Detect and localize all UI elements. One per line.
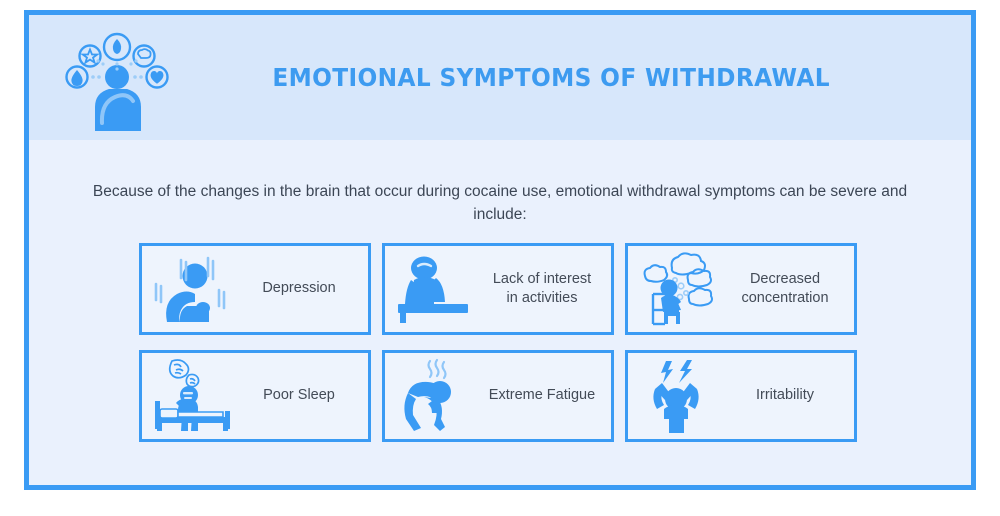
sad-person-hunched-with-rain-icon [142, 250, 238, 328]
person-slumped-at-desk-icon [385, 250, 481, 328]
symptom-card-irritability[interactable]: Irritability [625, 349, 857, 442]
intro-paragraph: Because of the changes in the brain that… [92, 182, 908, 224]
header-band: EMOTIONAL SYMPTOMS OF WITHDRAWAL [29, 15, 971, 140]
symptom-card-label: Poor Sleep [263, 387, 335, 404]
symptom-card-label: Decreased concentration [724, 270, 854, 308]
person-with-emotion-thought-bubbles-icon [57, 27, 177, 131]
symptom-card-label: Lack of interest in activities [481, 270, 611, 308]
symptom-card-label: Extreme Fatigue [488, 387, 596, 404]
page-title: EMOTIONAL SYMPTOMS OF WITHDRAWAL [272, 63, 830, 92]
symptom-card-label-line1: Decreased [749, 270, 821, 287]
person-on-chair-with-thought-clouds-icon [628, 250, 724, 328]
frustrated-person-lightning-bolts-icon [628, 357, 724, 435]
symptom-card-label-line2: concentration [741, 289, 829, 306]
symptom-card-extreme-fatigue[interactable]: Extreme Fatigue [382, 349, 614, 442]
symptom-cards-grid: Depression [139, 242, 861, 442]
symptom-card-label-line1: Lack of interest [492, 270, 592, 287]
intro-section: Because of the changes in the brain that… [29, 140, 971, 227]
infographic-panel: EMOTIONAL SYMPTOMS OF WITHDRAWAL Because… [24, 10, 976, 490]
exhausted-person-bent-over-icon [385, 357, 481, 435]
symptom-card-poor-sleep[interactable]: Poor Sleep [139, 349, 371, 442]
symptom-card-decreased-concentration[interactable]: Decreased concentration [625, 242, 857, 335]
symptom-card-label: Depression [262, 280, 336, 297]
person-sitting-on-bed-insomnia-icon [142, 357, 238, 435]
symptom-card-depression[interactable]: Depression [139, 242, 371, 335]
symptom-card-label-line2: in activities [506, 289, 578, 306]
symptom-card-lack-of-interest[interactable]: Lack of interest in activities [382, 242, 614, 335]
symptom-card-label: Irritability [755, 387, 814, 404]
